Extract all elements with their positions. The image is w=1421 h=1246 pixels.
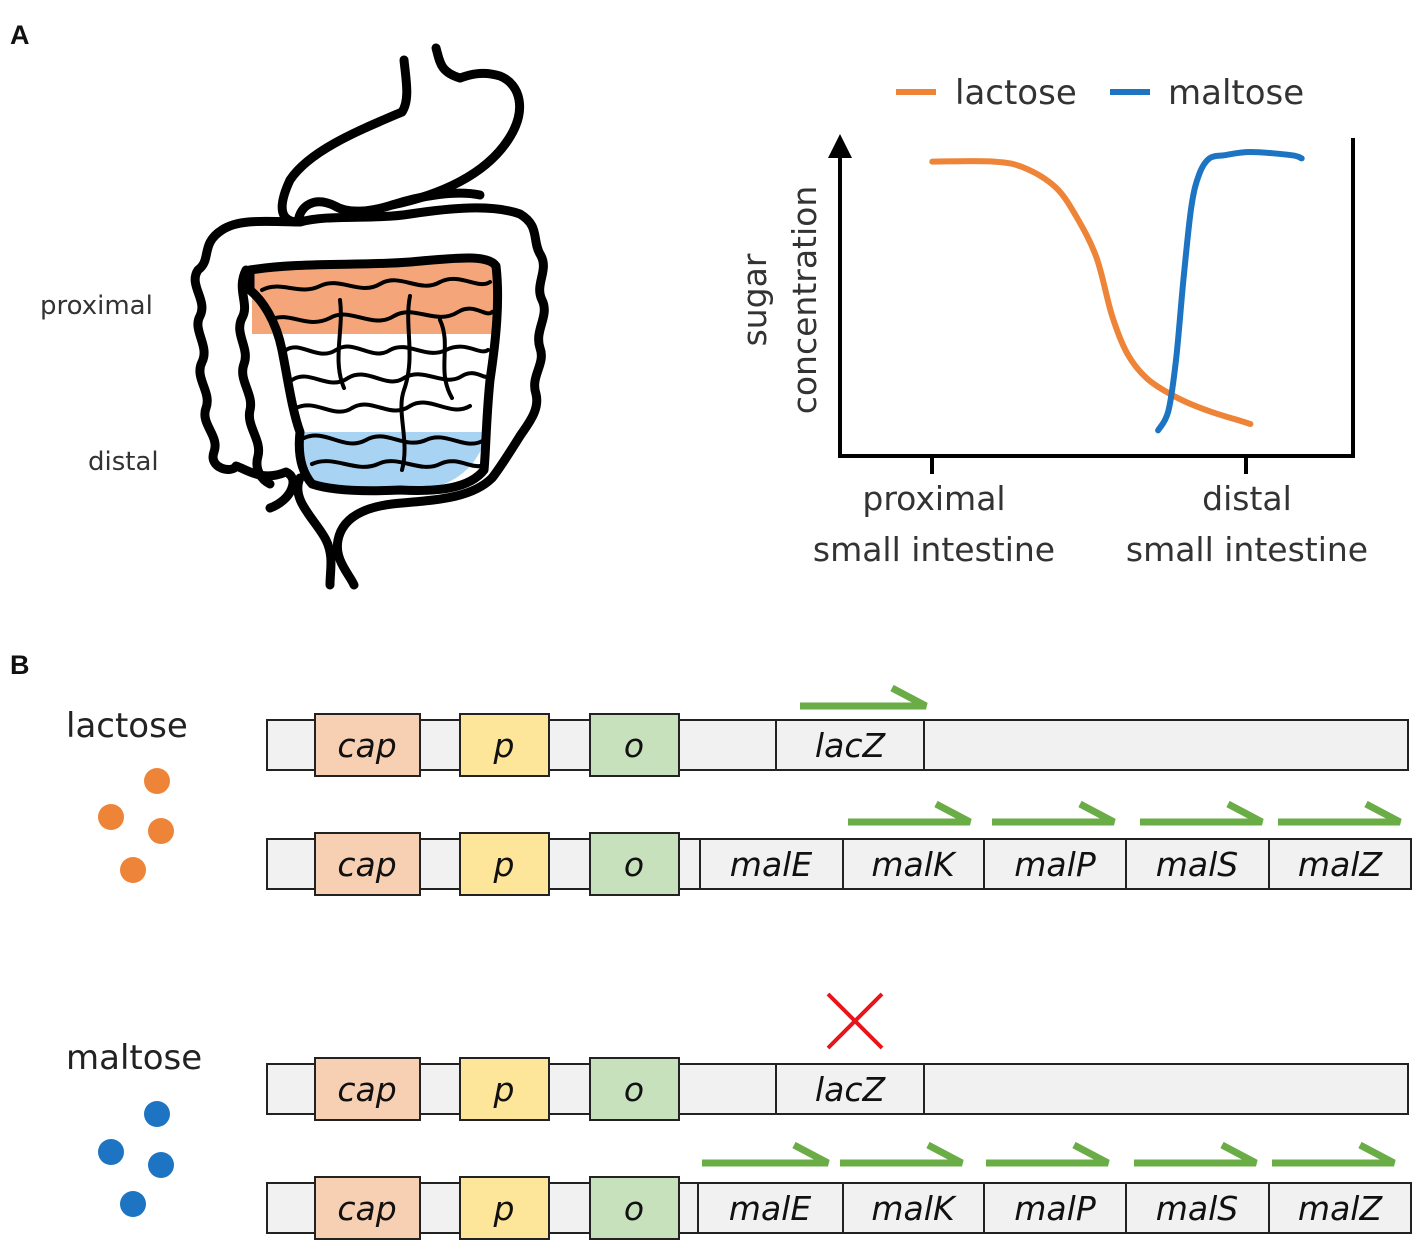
sugar-chart: lactose maltose sugar concentration prox… [735, 73, 1368, 569]
gene-lacZ [775, 1063, 925, 1115]
operator-label: o [624, 845, 644, 884]
gene-malE-label: malE [730, 845, 813, 884]
expression-arrow-lacZ [800, 684, 928, 710]
gene-malS-label: malS [1156, 845, 1238, 884]
y-axis-arrowhead [828, 134, 852, 158]
gene-malE-label: malE [729, 1189, 812, 1228]
gene-malZ [1268, 838, 1412, 890]
operator [589, 1176, 680, 1240]
maltose-dot [120, 1191, 146, 1217]
maltose-dot [144, 1101, 170, 1127]
expression-arrow-malS [1134, 1141, 1258, 1167]
x-tick-label-proximal-line1: proximal [862, 479, 1005, 518]
lactose-dot [148, 818, 174, 844]
condition-label-lactose: lactose [66, 706, 188, 746]
gene-malK [842, 838, 985, 890]
promoter [459, 832, 550, 896]
gene-malZ-label: malZ [1298, 845, 1384, 884]
lac-operon-maltose: cap p o lacZ [266, 992, 1409, 1121]
gene-malK [842, 1182, 985, 1234]
operator-label: o [624, 1189, 644, 1228]
lactose-dot [144, 768, 170, 794]
gene-malP-label: malP [1014, 1189, 1096, 1228]
gene-malZ [1268, 1182, 1412, 1234]
operator-label: o [624, 726, 644, 765]
gene-lacZ-label: lacZ [815, 726, 887, 765]
lactose-dot [98, 804, 124, 830]
lactose-dot [120, 857, 146, 883]
promoter [459, 713, 550, 777]
maltose-dot [148, 1152, 174, 1178]
expression-arrow-malE [702, 1141, 830, 1167]
gene-malE [699, 838, 844, 890]
y-axis-label-line2: concentration [785, 186, 824, 415]
cap-site-label: cap [337, 845, 396, 884]
expression-arrow-malZ [1278, 800, 1402, 826]
expression-arrow-malP [986, 1141, 1110, 1167]
intestine-illustration [190, 43, 549, 590]
expression-arrow-malK [848, 800, 972, 826]
legend-label-lactose: lactose [955, 73, 1077, 113]
cap-site-label: cap [337, 1189, 396, 1228]
repressed-x-mark-icon [826, 992, 884, 1050]
lac-operon-lactose: cap p o lacZ [266, 684, 1409, 777]
operator [589, 832, 680, 896]
x-tick-label-distal-line1: distal [1202, 479, 1292, 518]
panel-b-label: B [10, 650, 30, 680]
condition-label-maltose: maltose [66, 1038, 202, 1078]
expression-arrow-malP [992, 800, 1116, 826]
cap-site [314, 1057, 421, 1121]
promoter [459, 1176, 550, 1240]
gene-malK-label: malK [871, 845, 957, 884]
gene-malP [983, 1182, 1127, 1234]
expression-arrow-malZ [1272, 1141, 1396, 1167]
lactose-molecules [98, 768, 174, 883]
operator [589, 1057, 680, 1121]
intestine-proximal-label: proximal [40, 291, 153, 321]
maltose-dot [98, 1139, 124, 1165]
gene-malS [1125, 1182, 1270, 1234]
series-line-maltose [1155, 148, 1305, 434]
panel-a-label: A [10, 20, 30, 50]
gene-malK-label: malK [871, 1189, 957, 1228]
expression-arrow-malK [840, 1141, 964, 1167]
legend-label-maltose: maltose [1168, 73, 1304, 113]
gene-lacZ [775, 719, 925, 771]
maltose-molecules [98, 1101, 174, 1217]
intestine-distal-label: distal [88, 447, 159, 477]
promoter [459, 1057, 550, 1121]
cap-site [314, 832, 421, 896]
gene-malS [1125, 838, 1270, 890]
mal-operon-maltose: cap p o malE malK malP malS malZ [266, 1141, 1412, 1240]
gene-lacZ-label: lacZ [815, 1070, 887, 1109]
cap-site [314, 713, 421, 777]
operator-label: o [624, 1070, 644, 1109]
promoter-label: p [493, 726, 515, 765]
gene-malP-label: malP [1014, 845, 1096, 884]
expression-arrow-malS [1140, 800, 1264, 826]
gene-malE [697, 1182, 844, 1234]
gene-malS-label: malS [1156, 1189, 1238, 1228]
operator [589, 713, 680, 777]
cap-site-label: cap [337, 726, 396, 765]
cap-site [314, 1176, 421, 1240]
promoter-label: p [493, 1189, 515, 1228]
x-tick-label-proximal-line2: small intestine [813, 530, 1055, 569]
gene-malZ-label: malZ [1298, 1189, 1384, 1228]
chart-legend: lactose maltose [896, 73, 1304, 113]
x-tick-label-distal-line2: small intestine [1126, 530, 1368, 569]
mal-operon-lactose: cap p o malE malK malP malS malZ [266, 800, 1412, 896]
gene-malP [983, 838, 1127, 890]
promoter-label: p [493, 845, 515, 884]
cap-site-label: cap [337, 1070, 396, 1109]
y-axis-label-line1: sugar [735, 253, 774, 346]
series-line-lactose [929, 158, 1254, 427]
promoter-label: p [493, 1070, 515, 1109]
